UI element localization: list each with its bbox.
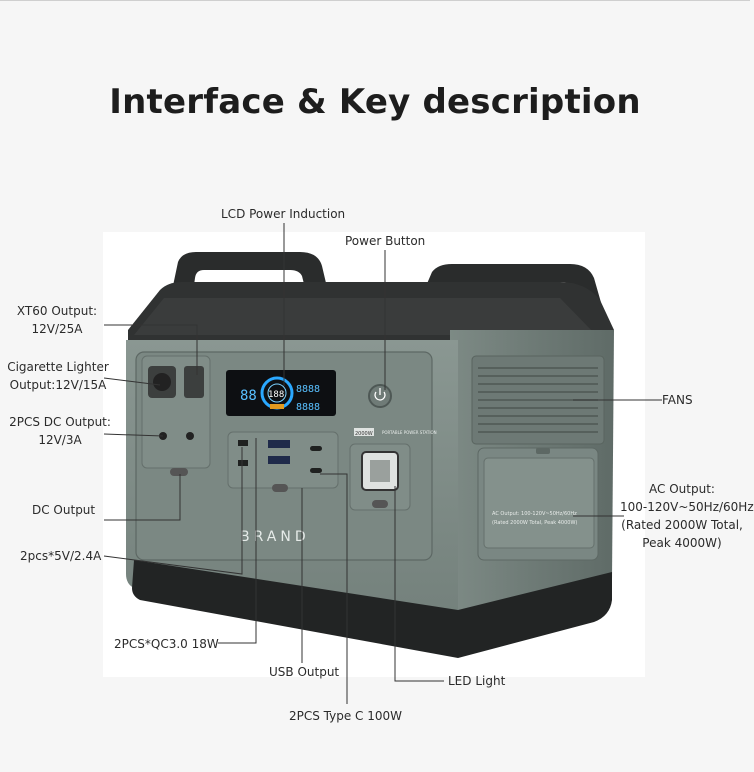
callout-usb-output: USB Output xyxy=(269,665,340,679)
usb-c-1 xyxy=(310,446,322,451)
usb-qc-1 xyxy=(268,440,290,448)
callout-dc2: 2PCS DC Output: 12V/3A xyxy=(9,415,111,447)
callout-fans: FANS xyxy=(662,393,693,407)
ac-panel-cover xyxy=(483,457,595,549)
xt60-port xyxy=(184,366,204,398)
lcd-right-bottom: 8888 xyxy=(296,402,320,413)
power-button[interactable] xyxy=(368,384,392,408)
callout-power-button: Power Button xyxy=(345,234,426,248)
panel-text: PORTABLE POWER STATION xyxy=(382,430,437,435)
lcd-right-top: 8888 xyxy=(296,384,320,395)
callout-usb5v: 2pcs*5V/2.4A xyxy=(20,549,102,563)
lcd-screen xyxy=(226,370,336,416)
callout-xt60: XT60 Output: 12V/25A xyxy=(16,304,98,336)
lcd-center-digits: 188 xyxy=(268,390,284,400)
usb-a-5v-1 xyxy=(238,440,248,446)
callout-ac: AC Output: 100-120V~50Hz/60Hz (Rated 200… xyxy=(620,482,754,550)
handles xyxy=(170,252,606,320)
usb-a-5v-2 xyxy=(238,460,248,466)
callout-dc-output: DC Output xyxy=(32,503,96,517)
dc-port-2 xyxy=(186,432,194,440)
top-divider xyxy=(0,0,750,1)
page-title: Interface & Key description xyxy=(109,82,641,122)
ac-panel-text-2: (Rated 2000W Total, Peak 4000W) xyxy=(492,520,577,526)
brand-text: BRAND xyxy=(240,529,310,545)
callout-lcd: LCD Power Induction xyxy=(221,207,346,221)
lcd-left-digits: 88 xyxy=(240,388,257,404)
led-switch xyxy=(372,500,388,508)
callout-typec: 2PCS Type C 100W xyxy=(289,709,403,723)
usb-qc-2 xyxy=(268,456,290,464)
callout-lines xyxy=(103,223,662,704)
capacity-badge xyxy=(354,428,374,436)
usb-switch xyxy=(272,484,288,492)
dc-switch xyxy=(170,468,188,476)
capacity-badge-text: 2000W xyxy=(355,431,373,437)
ac-panel-text-1: AC Output: 100-120V~50Hz/60Hz xyxy=(492,511,577,517)
bottom-bumper xyxy=(132,560,612,658)
usb-c-2 xyxy=(310,468,322,473)
callout-qc30: 2PCS*QC3.0 18W xyxy=(114,637,219,651)
callout-cigarette: Cigarette Lighter Output:12V/15A xyxy=(7,360,109,392)
callout-led: LED Light xyxy=(448,674,506,688)
